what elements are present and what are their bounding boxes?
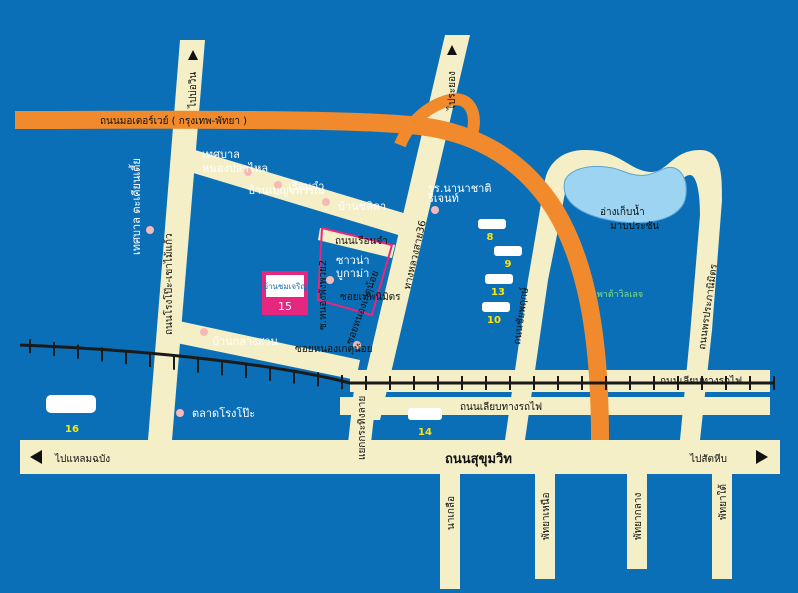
reservoir-line2: มาบประชัน — [610, 221, 659, 232]
poi-dot-prison — [274, 181, 282, 189]
svg-text:9: 9 — [505, 259, 512, 270]
railway-ties — [29, 339, 775, 390]
pattaya-tai-road — [712, 474, 732, 579]
motorway-interchange — [394, 93, 480, 148]
sukhumvit-road — [20, 440, 780, 474]
sukhumvit-label: ถนนสุขุมวิท — [445, 452, 512, 467]
to-laem-chabang-label: ไปแหลมฉบัง — [54, 453, 110, 465]
klang-suan-label: บ้านกลางสวน — [212, 335, 279, 348]
rayong-label: ไประยอง — [446, 71, 458, 111]
poi-dot-talat — [176, 409, 184, 417]
project-badge-10: 10 — [482, 302, 510, 326]
svg-text:14: 14 — [418, 427, 432, 438]
municipality-line1: เทศบาล — [202, 148, 240, 161]
thepnimit-label: ซอยเทพนิมิตร — [340, 292, 401, 303]
railway — [19, 343, 775, 385]
krating-lai-road — [345, 380, 378, 470]
rongpo-road-label: ถนนโรงโป๊ะ-เขาไม้แก้ว — [162, 233, 175, 335]
poi-dot-school — [431, 206, 439, 214]
rail-side-lower-label: ถนนเลียบทางรถไฟ — [460, 401, 542, 413]
pattaya-klang-label: พัทยากลาง — [633, 493, 644, 540]
chalida-label: บ้านชลิดา — [338, 200, 386, 213]
reservoir-water — [563, 166, 687, 224]
project-badge-13: 13 — [485, 274, 513, 298]
svg-text:10: 10 — [487, 315, 501, 326]
school-line1: รร.นานาชาติ — [428, 182, 492, 195]
poi-dot-klang-suan — [200, 328, 208, 336]
rail-side-road-lower — [340, 397, 770, 415]
arrow-up-bowin-icon — [188, 50, 198, 60]
sawanna-line2: บูกาม่า — [336, 267, 369, 280]
prison-road — [318, 228, 395, 258]
arrow-left-icon — [30, 450, 42, 464]
motorway-label: ถนนมอเตอร์เวย์ ( กรุงเทพ-พัทยา ) — [100, 115, 247, 127]
pattaya-nuea-label: พัทยาเหนือ — [540, 492, 552, 540]
pattaya-nuea-road — [535, 474, 555, 579]
nong-kae-label: ซอยหนองเกตุน้อย — [295, 343, 373, 355]
project-badge-9: 9 — [494, 246, 522, 270]
krating-lai-label: แยกกระทิงลาย — [357, 396, 368, 460]
svg-text:16: 16 — [65, 424, 79, 435]
project-15-number: 15 — [278, 300, 292, 313]
poi-dot-nong-kae — [353, 341, 361, 349]
project-badge-16: 16 — [46, 395, 96, 435]
pattaya-village-logo: พาต้าวิลเลจ — [597, 289, 643, 300]
project-badge-14: 14 — [408, 408, 442, 438]
ruean-cham-road-label: ถนนเรือนจำ — [335, 235, 388, 247]
arrow-right-icon — [756, 450, 768, 464]
school-line2: รีเจนท์ — [427, 192, 459, 205]
na-kluea-label: นาเกลือ — [445, 496, 457, 530]
rail-side-upper-label: ถนนเลียบทางรถไฟ — [660, 375, 742, 387]
sawanna-line1: ซาวน่า — [336, 254, 370, 267]
benchaphon-label: บ้านเบญจพรรณ — [248, 184, 325, 197]
bowin-label: ไปบ่อวิน — [187, 72, 199, 109]
svg-text:13: 13 — [491, 287, 505, 298]
poi-dot-sawanna — [326, 276, 334, 284]
project-badge-8: 8 — [478, 219, 506, 243]
takhianmia-label: เทศบาล ตะเคียนเตี้ย — [128, 158, 143, 255]
poi-dot-benchaphon — [322, 198, 330, 206]
klang-suan-road — [162, 318, 360, 380]
pattaya-klang-road — [627, 474, 647, 569]
nong-phangphuai-label: ซ.หนองพังพวย2 — [318, 260, 329, 330]
highlight-area — [316, 226, 394, 317]
talat-rongpo-label: ตลาดโรงโป๊ะ — [192, 406, 255, 420]
arrow-up-rayong-icon — [447, 45, 457, 55]
municipality-line2: หนองปลาไหล — [202, 162, 268, 175]
to-sattahip-label: ไปสัตหีบ — [689, 453, 727, 465]
poi-dot-municipality — [244, 168, 252, 176]
na-kluea-road — [440, 474, 460, 589]
pattaya-tai-label: พัทยาใต้ — [717, 484, 729, 520]
prison-label: เรือนจำ — [288, 180, 324, 193]
project-15-brand: บ้านชมเจริญ — [263, 282, 307, 291]
svg-text:8: 8 — [487, 232, 494, 243]
project-15-logo — [266, 275, 304, 297]
reservoir-line1: อ่างเก็บน้ำ — [600, 204, 645, 218]
rail-side-road-upper — [350, 370, 770, 392]
poi-dot-takhianmia — [146, 226, 154, 234]
